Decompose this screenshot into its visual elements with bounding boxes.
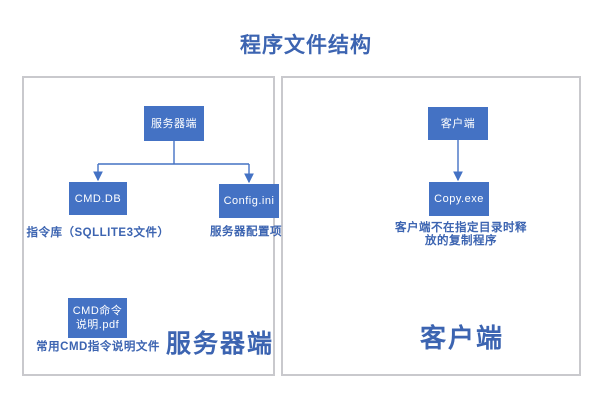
client-panel-big-label: 客户端 bbox=[419, 323, 504, 353]
server-panel-big-label: 服务器端 bbox=[165, 330, 274, 358]
caption-cmd-db: 指令库（SQLLITE3文件） bbox=[26, 227, 170, 239]
node-copy-exe: Copy.exe bbox=[429, 182, 489, 216]
node-cmd-db: CMD.DB bbox=[69, 182, 127, 215]
node-client-root: 客户端 bbox=[428, 107, 488, 140]
node-server-root: 服务器端 bbox=[144, 106, 204, 141]
node-cmd-db-label: CMD.DB bbox=[74, 192, 122, 205]
caption-copy-exe-line2: 放的复制程序 bbox=[425, 235, 497, 247]
node-cmd-pdf-label-line1: CMD命令 bbox=[72, 305, 123, 317]
node-cmd-pdf: CMD命令 说明.pdf bbox=[68, 298, 127, 338]
caption-cmd-pdf: 常用CMD指令说明文件 bbox=[36, 341, 160, 353]
page-title: 程序文件结构 bbox=[240, 34, 372, 57]
node-copy-exe-label: Copy.exe bbox=[434, 193, 484, 205]
node-server-root-label: 服务器端 bbox=[151, 117, 197, 130]
caption-copy-exe: 客户端不在指定目录时释 放的复制程序 bbox=[381, 222, 541, 248]
node-config-ini-label: Config.ini bbox=[223, 195, 275, 207]
node-config-ini: Config.ini bbox=[219, 184, 279, 218]
node-cmd-pdf-label-line2: 说明.pdf bbox=[75, 319, 120, 331]
caption-copy-exe-line1: 客户端不在指定目录时释 bbox=[395, 222, 527, 234]
node-client-root-label: 客户端 bbox=[440, 117, 476, 130]
caption-config-ini: 服务器配置项 bbox=[210, 226, 282, 238]
